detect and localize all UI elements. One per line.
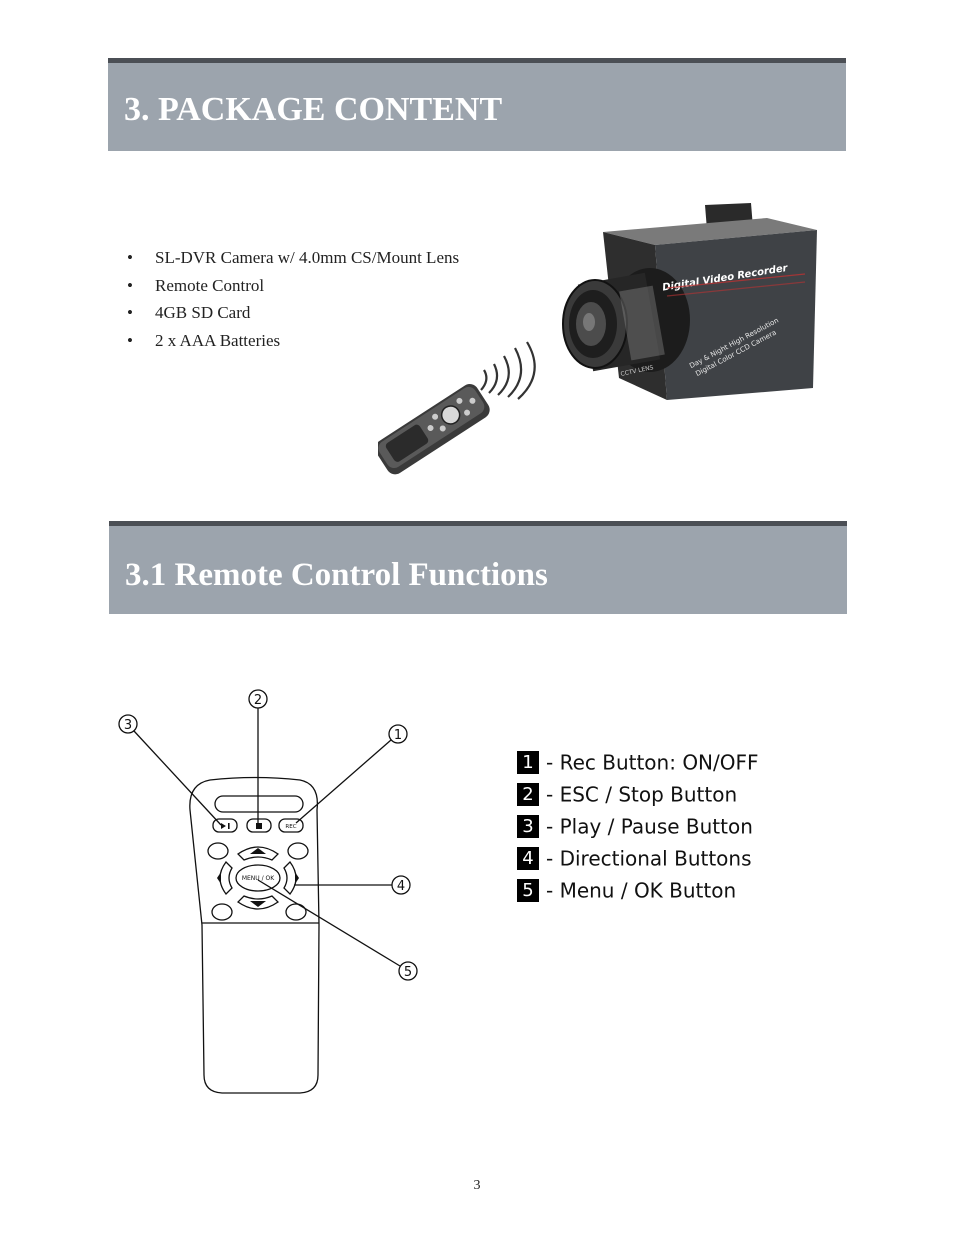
legend-number: 2 [517, 783, 539, 806]
legend-item: 1 - Rec Button: ON/OFF [517, 746, 759, 778]
legend-number: 4 [517, 847, 539, 870]
list-item-text: 2 x AAA Batteries [155, 331, 281, 351]
right-button[interactable] [283, 861, 297, 895]
up-arrow-icon [250, 848, 266, 854]
side-button[interactable] [285, 903, 307, 921]
list-item-text: Remote Control [155, 275, 265, 295]
bullet-icon: • [127, 331, 133, 351]
legend-label: - Directional Buttons [546, 846, 752, 871]
remote-control-photo [378, 341, 536, 475]
display-slot [214, 795, 304, 813]
list-item-text: 4GB SD Card [155, 303, 251, 323]
bullet-icon: • [127, 303, 133, 323]
legend-label: - ESC / Stop Button [546, 782, 738, 807]
callout-number: 3 [124, 718, 132, 733]
leader-line [257, 879, 401, 967]
side-button[interactable] [207, 842, 229, 860]
list-item-text: SL-DVR Camera w/ 4.0mm CS/Mount Lens [155, 248, 460, 267]
callout-number: 1 [394, 728, 402, 743]
callout-circle [398, 961, 418, 981]
section-header-package: 3. PACKAGE CONTENT [108, 58, 846, 151]
list-item: • Remote Control [127, 272, 459, 300]
bullet-icon: • [127, 248, 133, 267]
bullet-icon: • [127, 275, 133, 295]
section-header-remote: 3.1 Remote Control Functions [109, 521, 847, 614]
section-title: 3. PACKAGE CONTENT [124, 91, 503, 128]
list-item: • 2 x AAA Batteries [127, 327, 459, 355]
list-item: • 4GB SD Card [127, 299, 459, 327]
remote-control-diagram: REC MENU / OK 2 3 1 4 5 [118, 689, 418, 1094]
leader-line [295, 739, 392, 824]
up-button[interactable] [236, 846, 280, 861]
left-button[interactable] [219, 861, 233, 895]
side-button[interactable] [287, 842, 309, 860]
remote-body [189, 776, 320, 1094]
play-icon [221, 823, 226, 829]
signal-waves-icon [480, 341, 536, 400]
legend-label: - Menu / OK Button [546, 878, 737, 903]
menu-ok-label: MENU / OK [242, 875, 275, 882]
legend-label: - Play / Pause Button [546, 814, 753, 839]
package-content-list: • SL-DVR Camera w/ 4.0mm CS/Mount Lens • R… [127, 244, 459, 355]
side-button[interactable] [211, 903, 233, 921]
callout-number: 4 [397, 879, 405, 894]
callout-number: 5 [404, 965, 412, 980]
legend-item: 5 - Menu / OK Button [517, 874, 759, 906]
left-arrow-icon [217, 872, 221, 884]
legend-item: 2 - ESC / Stop Button [517, 778, 759, 810]
callout-circle [118, 714, 138, 734]
menu-ok-button[interactable] [235, 864, 281, 892]
list-item: • SL-DVR Camera w/ 4.0mm CS/Mount Lens [127, 244, 459, 272]
legend-number: 3 [517, 815, 539, 838]
legend-label: - Rec Button: ON/OFF [546, 750, 759, 775]
legend-number: 1 [517, 751, 539, 774]
rec-button[interactable] [278, 818, 304, 833]
page-number: 3 [473, 1178, 481, 1193]
legend-item: 3 - Play / Pause Button [517, 810, 759, 842]
camera-photo: CCTV LENS Digital Video Recorder Day & N… [562, 203, 817, 400]
stop-icon [256, 823, 262, 829]
legend-number: 5 [517, 879, 539, 902]
button-legend: 1 - Rec Button: ON/OFF 2 - ESC / Stop Butt… [517, 746, 759, 906]
pause-icon [228, 823, 230, 829]
stop-button[interactable] [246, 818, 272, 833]
callout-circle [388, 724, 408, 744]
play-pause-button[interactable] [212, 818, 238, 833]
callout-number: 2 [254, 693, 262, 708]
leader-line [133, 730, 222, 826]
section-title: 3.1 Remote Control Functions [125, 557, 548, 593]
right-arrow-icon [295, 872, 299, 884]
down-arrow-icon [250, 901, 266, 907]
rec-label: REC [285, 824, 296, 830]
legend-item: 4 - Directional Buttons [517, 842, 759, 874]
down-button[interactable] [236, 895, 280, 910]
